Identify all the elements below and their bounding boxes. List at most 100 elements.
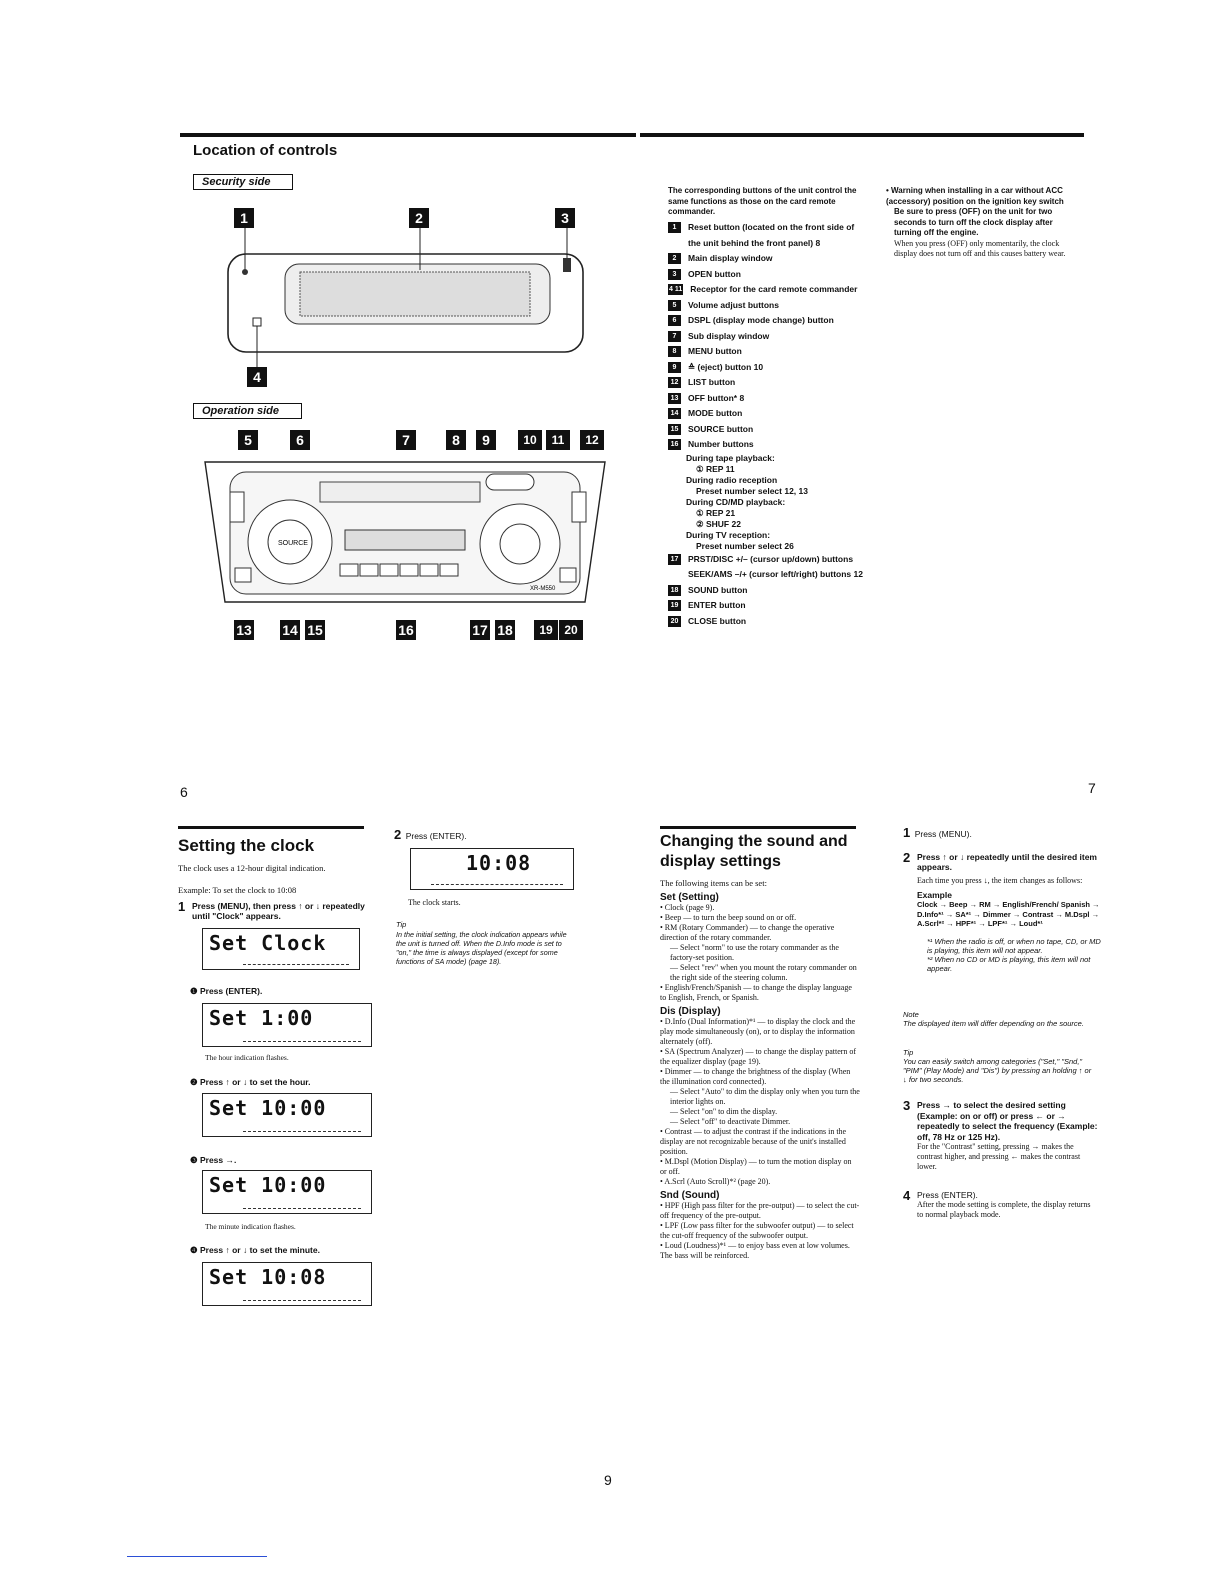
- clock-sub4: ❹ Press ↑ or ↓ to set the minute.: [190, 1245, 320, 1255]
- number-button-detail: ① REP 11: [696, 463, 735, 474]
- setting-item: • LPF (Low pass filter for the subwoofer…: [660, 1221, 854, 1240]
- number-button-detail: During tape playback:: [686, 452, 775, 463]
- number-button-detail: ② SHUF 22: [696, 518, 741, 529]
- dis-heading: Dis (Display): [660, 1006, 721, 1017]
- operation-unit-drawing: SOURCE XR-M550: [204, 461, 606, 603]
- snd-heading: Snd (Sound): [660, 1190, 720, 1201]
- control-number: 6: [668, 315, 681, 326]
- control-item: 20 CLOSE button: [668, 614, 868, 630]
- control-number: 18: [668, 584, 681, 596]
- operation-side-label: Operation side: [193, 403, 303, 419]
- control-label: Volume adjust buttons: [688, 299, 779, 310]
- lcd-clock: Set Clock: [202, 928, 360, 970]
- number-button-detail: ① REP 21: [696, 507, 736, 518]
- setting-item: • A.Scrl (Auto Scroll)*² (page 20).: [660, 1177, 771, 1186]
- clock-sub1: ❶ Press (ENTER).: [190, 986, 263, 996]
- callout-20: 20: [559, 620, 583, 640]
- control-label: ENTER button: [688, 600, 746, 610]
- page-number-7: 7: [1088, 780, 1096, 796]
- control-item: 14 MODE button: [668, 406, 868, 422]
- number-button-detail: During CD/MD playback:: [686, 496, 786, 507]
- callout-9: 9: [476, 430, 496, 450]
- clock-sub2: ❷ Press ↑ or ↓ to set the hour.: [190, 1077, 311, 1087]
- control-label: PRST/DISC +/– (cursor up/down) buttons: [688, 553, 854, 564]
- control-item: 5 Volume adjust buttons: [668, 298, 868, 314]
- control-label: OPEN button: [688, 268, 741, 279]
- callout-7: 7: [396, 430, 416, 450]
- lcd-hour-10: Set 10:00: [202, 1093, 372, 1137]
- number-button-detail: Preset number select 26: [696, 540, 794, 551]
- callout-2: 2: [409, 208, 429, 228]
- control-number: 1 10: [668, 222, 681, 242]
- setting-item: • Clock (page 9).: [660, 903, 715, 912]
- control-number: 3: [668, 268, 681, 280]
- page-number-6: 6: [180, 784, 188, 800]
- clock-tip-label: Tip: [396, 920, 407, 929]
- sound-intro: The following items can be set:: [660, 878, 767, 888]
- sound-step1: 1 Press (MENU).: [903, 825, 972, 840]
- clock-intro: The clock uses a 12-hour digital indicat…: [178, 863, 326, 873]
- callout-5: 5: [238, 430, 258, 450]
- setting-item: • Loud (Loudness)*¹ — to enjoy bass even…: [660, 1241, 850, 1260]
- controls-intro: The corresponding buttons of the unit co…: [668, 186, 857, 216]
- setting-item: — Select "Auto" to dim the display only …: [670, 1087, 860, 1106]
- number-button-detail: During radio reception: [686, 474, 778, 485]
- callout-17: 17: [470, 620, 490, 640]
- setting-item: — Select "off" to deactivate Dimmer.: [670, 1117, 791, 1126]
- setting-item: • M.Dspl (Motion Display) — to turn the …: [660, 1157, 852, 1176]
- control-number: 12: [668, 377, 681, 388]
- setting-item: • RM (Rotary Commander) — to change the …: [660, 923, 835, 942]
- control-label: CLOSE button: [688, 615, 747, 626]
- number-button-detail: During TV reception:: [686, 529, 771, 540]
- callout-8: 8: [446, 430, 466, 450]
- setting-item: — Select "on" to dim the display.: [670, 1107, 778, 1116]
- control-label: LIST button: [688, 377, 736, 387]
- control-number: 19: [668, 600, 681, 611]
- setting-item: • D.Info (Dual Information)*¹ — to displ…: [660, 1017, 856, 1046]
- control-label: MENU button: [688, 346, 742, 356]
- control-label: Receptor for the card remote commander: [690, 284, 858, 294]
- callout-15: 15: [305, 620, 325, 640]
- control-item: 19 ENTER button: [668, 598, 868, 614]
- security-side-label: Security side: [193, 174, 294, 190]
- callout-11: 11: [546, 430, 570, 450]
- control-number: 20: [668, 615, 681, 627]
- control-label: Sub display window: [688, 330, 770, 341]
- warning-block: • Warning when installing in a car witho…: [886, 186, 1081, 260]
- callout-18: 18: [495, 620, 515, 640]
- callout-3: 3: [555, 208, 575, 228]
- control-number: 13: [668, 392, 681, 404]
- control-number: 2: [668, 253, 681, 264]
- security-unit-drawing: [227, 228, 584, 368]
- clock-cap6: The clock starts.: [408, 898, 461, 907]
- callout-16: 16: [396, 620, 416, 640]
- setting-item: — Select "norm" to use the rotary comman…: [670, 943, 839, 962]
- control-item: SEEK/AMS –/+ (cursor left/right) buttons…: [668, 567, 868, 583]
- number-button-detail: Preset number select 12, 13: [696, 485, 808, 496]
- setting-item: • Dimmer — to change the brightness of t…: [660, 1067, 851, 1086]
- location-title: Location of controls: [193, 142, 338, 159]
- svg-text:SOURCE: SOURCE: [278, 540, 308, 547]
- control-number: 5: [668, 299, 681, 311]
- clock-title: Setting the clock: [178, 836, 315, 855]
- callout-1: 1: [234, 208, 254, 228]
- sound-settings-list: Set (Setting) • Clock (page 9).• Beep — …: [660, 892, 860, 1261]
- control-item: 12 LIST button: [668, 375, 868, 391]
- control-label: MODE button: [688, 408, 743, 418]
- lcd-minute-00: Set 10:00: [202, 1170, 372, 1214]
- setting-item: • Contrast — to adjust the contrast if t…: [660, 1127, 847, 1156]
- sound-tip: Tip You can easily switch among categori…: [903, 1048, 1092, 1084]
- control-number: 7: [668, 330, 681, 342]
- control-number: 14: [668, 408, 681, 419]
- lcd-hour-1: Set 1:00: [202, 1003, 372, 1047]
- sound-step3: 3 Press → to select the desired setting …: [903, 1098, 1098, 1171]
- sound-note: Note The displayed item will differ depe…: [903, 1010, 1084, 1028]
